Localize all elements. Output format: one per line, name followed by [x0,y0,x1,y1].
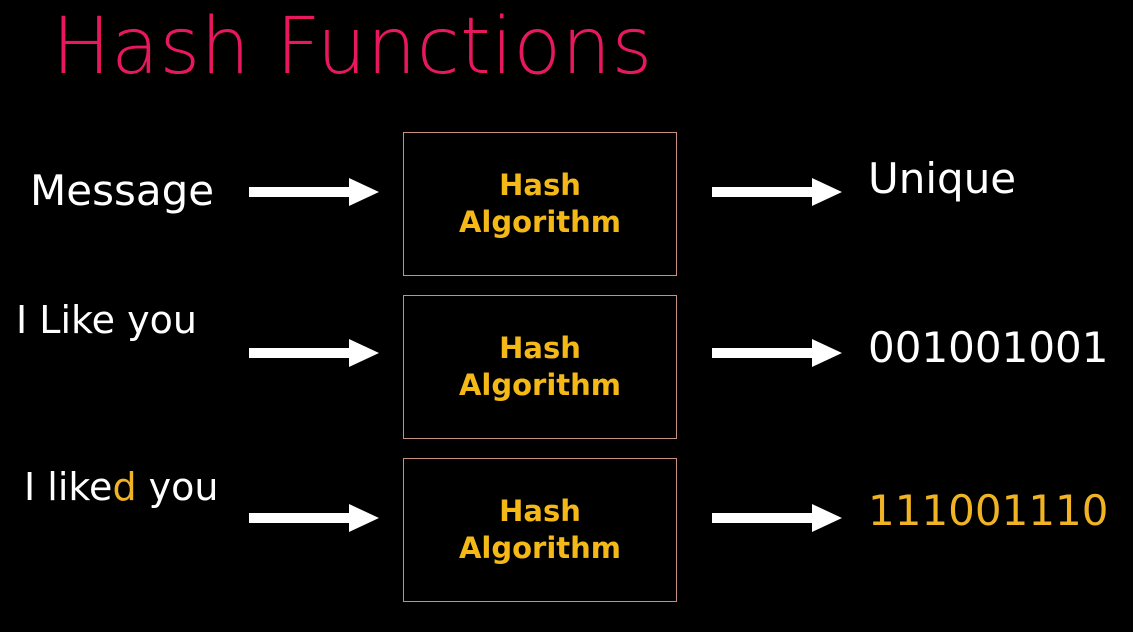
page-title: Hash Functions [52,2,653,92]
hash-box-line2: Algorithm [458,531,622,565]
arrow-right-icon [712,501,842,535]
hash-algorithm-box: Hash Algorithm [403,458,677,602]
output-hash-digest-label: 001001001 [868,323,1109,372]
hash-box-line2: Algorithm [458,368,622,402]
input-message-label: Message [30,166,215,215]
hash-box-line1: Hash [499,330,581,365]
input-text-suffix: you [136,465,219,509]
hash-flow-row: I liked you Hash Algorithm 111001110 [0,458,1133,603]
input-text-prefix: I like [24,465,113,509]
arrow-right-icon [249,501,379,535]
input-i-liked-you-label: I liked you [24,468,218,506]
output-unique-label: Unique [868,154,1017,203]
arrow-right-icon [712,175,842,209]
hash-algorithm-box: Hash Algorithm [403,295,677,439]
hash-flow-row: Message Hash Algorithm Unique [0,132,1133,278]
arrow-right-icon [249,175,379,209]
input-i-like-you-label: I Like you [16,298,197,342]
hash-box-line1: Hash [499,493,581,528]
hash-flow-row: I Like you Hash Algorithm 001001001 [0,295,1133,441]
hash-box-line1: Hash [499,167,581,202]
hash-box-line2: Algorithm [458,205,622,239]
arrow-right-icon [249,336,379,370]
output-hash-digest-label: 111001110 [868,486,1109,535]
hash-algorithm-box: Hash Algorithm [403,132,677,276]
input-text-highlight: d [112,465,137,509]
arrow-right-icon [712,336,842,370]
